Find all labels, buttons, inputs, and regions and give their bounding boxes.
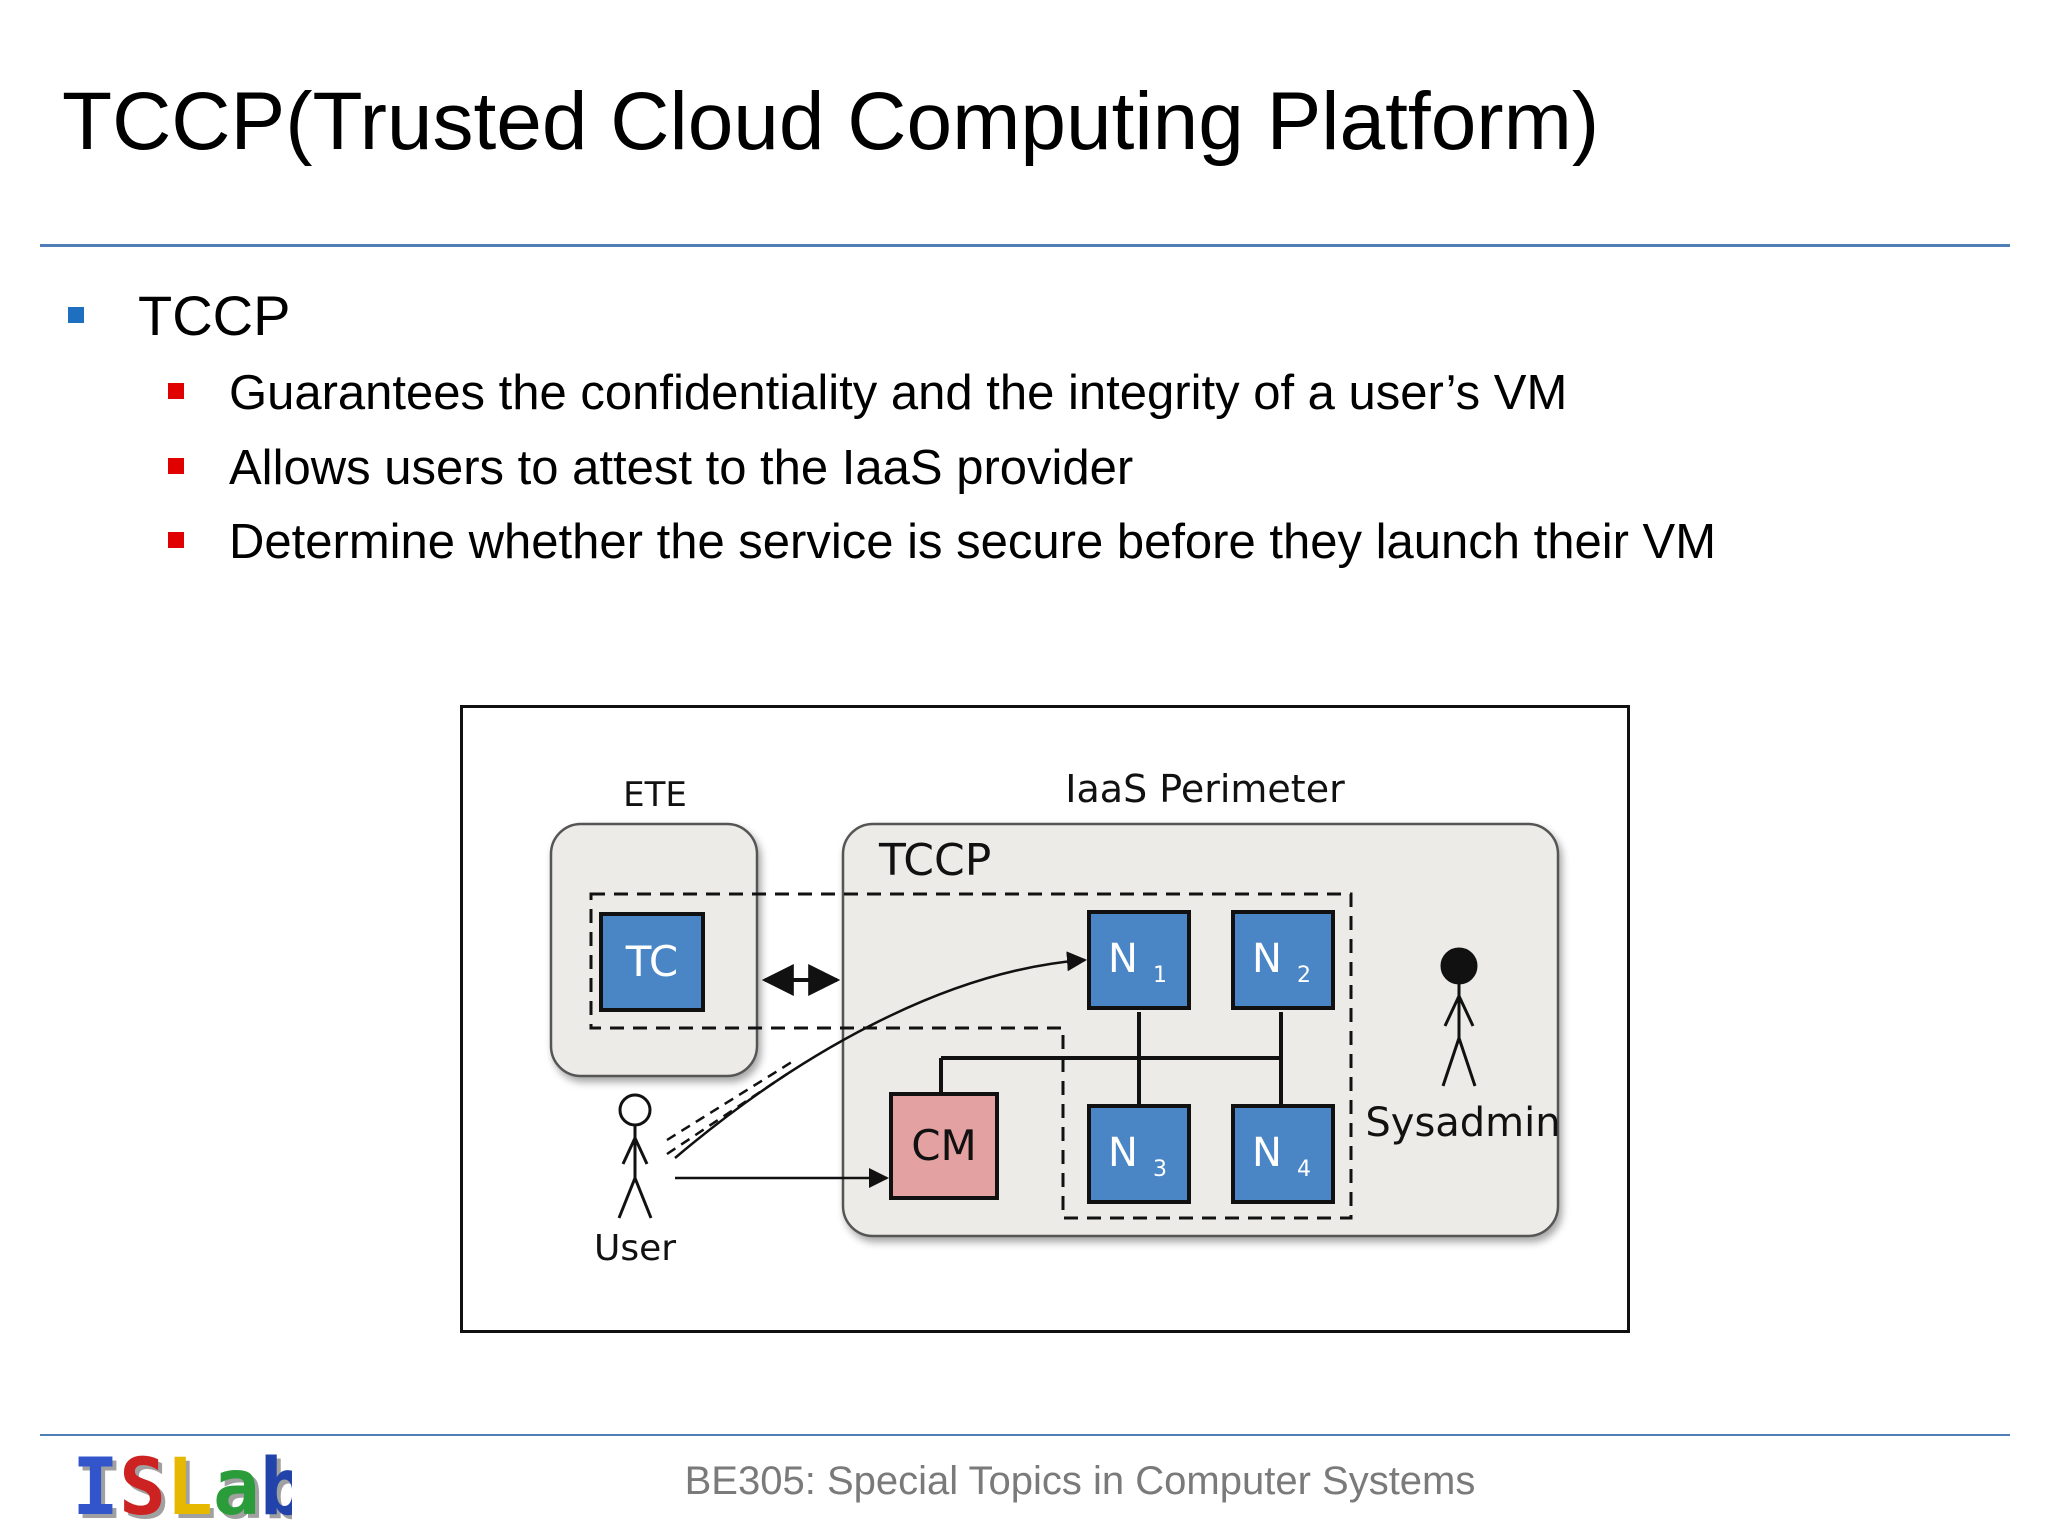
title-divider: [40, 244, 2010, 247]
sub-bullet-text: Allows users to attest to the IaaS provi…: [229, 441, 1134, 495]
node-n2-index: 2: [1297, 963, 1311, 988]
course-footer: BE305: Special Topics in Computer System…: [684, 1459, 1476, 1503]
footer-divider: [40, 1434, 2010, 1436]
slide-title: TCCP(Trusted Cloud Computing Platform): [62, 76, 1600, 167]
bullet-text: TCCP: [138, 284, 291, 347]
tc-label: TC: [625, 937, 679, 986]
iaas-perimeter-label: IaaS Perimeter: [1065, 767, 1345, 811]
sysadmin-stick-figure-icon: [1440, 947, 1478, 1087]
sub-bullet-text: Determine whether the service is secure …: [229, 515, 1717, 569]
ete-label: ETE: [623, 775, 687, 815]
tccp-diagram: ETE IaaS Perimeter TCCP TC N 1 N 2 N 3 N…: [549, 767, 1561, 1269]
logo-shadow: ISLab: [76, 1447, 292, 1530]
logo-text: ISLab: [72, 1444, 292, 1530]
node-n2: [1231, 910, 1335, 1010]
bullet-square-icon: [168, 383, 184, 399]
sub-bullet-item: Determine whether the service is secure …: [168, 512, 2018, 572]
bullet-square-icon: [168, 532, 184, 548]
user-stick-figure-icon: [617, 1093, 653, 1219]
node-n3-index: 3: [1153, 1157, 1167, 1182]
tccp-label: TCCP: [878, 835, 991, 886]
user-ete-link: [666, 1058, 796, 1142]
sub-bullet-item: Guarantees the confidentiality and the i…: [168, 363, 2018, 423]
node-n2-letter: N: [1252, 936, 1282, 982]
user-to-node-arrow: [674, 951, 1087, 1159]
bullet-square-icon: [168, 458, 184, 474]
iaas-perimeter-panel: [841, 822, 1560, 1238]
node-n1-letter: N: [1108, 936, 1138, 982]
tccp-architecture-figure: ETE IaaS Perimeter TCCP TC N 1 N 2 N 3 N…: [460, 705, 1630, 1333]
sub-bullet-item: Allows users to attest to the IaaS provi…: [168, 438, 2018, 498]
sysadmin-label: Sysadmin: [1365, 1100, 1560, 1146]
user-label: User: [594, 1228, 676, 1269]
tccp-trust-boundary: [589, 892, 1353, 1220]
bullet-square-icon: [68, 307, 84, 323]
node-n4-letter: N: [1252, 1130, 1282, 1176]
node-n3-letter: N: [1108, 1130, 1138, 1176]
cm-box: [889, 1092, 999, 1200]
tc-box: [599, 912, 705, 1012]
cm-label: CM: [911, 1121, 977, 1170]
bullet-item: TCCP: [68, 283, 2048, 349]
node-n4: [1231, 1104, 1335, 1204]
sub-bullet-text: Guarantees the confidentiality and the i…: [229, 366, 1568, 420]
islab-logo: ISLab ISLab: [72, 1444, 292, 1530]
node-n3: [1087, 1104, 1191, 1204]
node-n1-index: 1: [1153, 963, 1167, 988]
node-n4-index: 4: [1297, 1157, 1311, 1182]
node-n1: [1087, 910, 1191, 1010]
